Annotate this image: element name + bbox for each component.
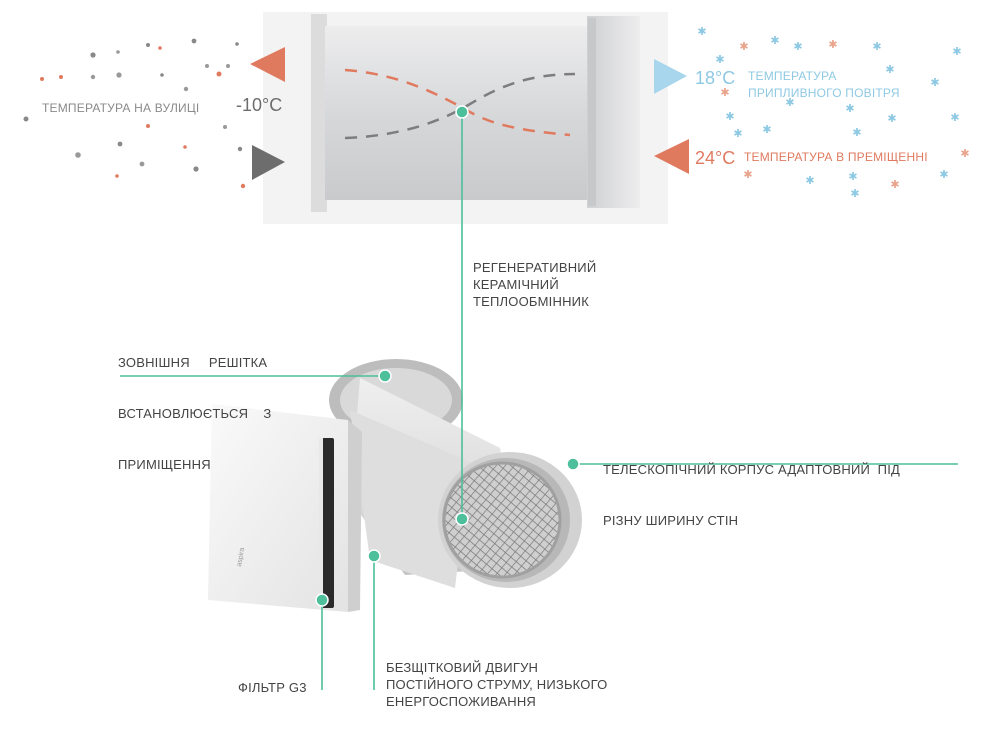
svg-text:✱: ✱ bbox=[743, 168, 752, 181]
svg-text:✱: ✱ bbox=[852, 126, 861, 139]
front-panel bbox=[208, 404, 348, 612]
telescopic-line-2: РІЗНУ ШИРИНУ СТІН bbox=[603, 513, 739, 528]
svg-text:✱: ✱ bbox=[952, 45, 961, 58]
outside-warm-arrow-icon bbox=[250, 47, 285, 82]
exchanger-line-3: ТЕПЛООБМІННИК bbox=[473, 294, 589, 309]
grille-line-1: ЗОВНІШНЯ РЕШІТКА bbox=[118, 355, 268, 370]
grille-line-2: ВСТАНОВЛЮЄТЬСЯ З bbox=[118, 406, 272, 421]
room-temp-value: 24°C bbox=[695, 148, 736, 168]
supply-arrow-icon bbox=[654, 59, 687, 94]
motor-line-1: БЕЗЩІТКОВИЙ ДВИГУН bbox=[386, 660, 539, 675]
svg-text:✱: ✱ bbox=[739, 40, 748, 53]
top-unit-flange bbox=[311, 14, 327, 212]
svg-text:✱: ✱ bbox=[872, 40, 881, 53]
room-temp-label: ТЕМПЕРАТУРА В ПРЕМІЩЕННІ bbox=[744, 150, 928, 164]
svg-text:✱: ✱ bbox=[848, 170, 857, 183]
room-arrow-icon bbox=[654, 139, 689, 174]
supply-temp-value: 18°C bbox=[695, 68, 736, 88]
svg-text:✱: ✱ bbox=[785, 96, 794, 109]
svg-text:✱: ✱ bbox=[762, 123, 771, 136]
outside-dots bbox=[23, 38, 246, 189]
outside-temp-label: ТЕМПЕРАТУРА НА ВУЛИЦІ bbox=[42, 101, 200, 115]
leader-dots bbox=[315, 105, 580, 607]
motor-line-3: ЕНЕРГОСПОЖИВАННЯ bbox=[386, 694, 537, 709]
outside-cold-arrow-icon bbox=[252, 145, 285, 180]
svg-text:✱: ✱ bbox=[733, 127, 742, 140]
panel-side-slot bbox=[322, 438, 334, 608]
svg-text:✱: ✱ bbox=[828, 38, 837, 51]
telescopic-line-1: ТЕЛЕСКОПІЧНИЙ КОРПУС АДАПТОВНИЙ ПІД bbox=[603, 462, 901, 477]
svg-text:✱: ✱ bbox=[770, 34, 779, 47]
telescopic-callout: ТЕЛЕСКОПІЧНИЙ КОРПУС АДАПТОВНИЙ ПІД РІЗН… bbox=[603, 427, 900, 546]
svg-text:✱: ✱ bbox=[890, 178, 899, 191]
svg-text:✱: ✱ bbox=[805, 174, 814, 187]
exchanger-line-1: РЕГЕНЕРАТИВНИЙ bbox=[473, 260, 597, 275]
outside-temp-value: -10°C bbox=[236, 95, 283, 115]
svg-text:✱: ✱ bbox=[939, 168, 948, 181]
svg-text:✱: ✱ bbox=[930, 76, 939, 89]
grille-callout: ЗОВНІШНЯ РЕШІТКА ВСТАНОВЛЮЄТЬСЯ З ПРИМІЩ… bbox=[118, 320, 271, 490]
svg-text:✱: ✱ bbox=[715, 53, 724, 66]
svg-text:✱: ✱ bbox=[720, 86, 729, 99]
svg-text:✱: ✱ bbox=[885, 63, 894, 76]
motor-line-2: ПОСТІЙНОГО СТРУМУ, НИЗЬКОГО bbox=[386, 677, 608, 692]
exchanger-line-2: КЕРАМІЧНИЙ bbox=[473, 277, 559, 292]
leader-lines bbox=[120, 112, 958, 690]
grille-line-3: ПРИМІЩЕННЯ bbox=[118, 457, 211, 472]
svg-text:✱: ✱ bbox=[793, 40, 802, 53]
motor-callout: БЕЗЩІТКОВИЙ ДВИГУН ПОСТІЙНОГО СТРУМУ, НИ… bbox=[386, 659, 607, 710]
snowflake-icons: ✱ ✱ ✱ ✱ ✱ ✱ ✱ ✱ ✱ ✱ ✱ ✱ ✱ ✱ ✱ ✱ ✱ ✱ ✱ ✱ ✱ ✱ ✱ ✱ ✱ ✱ bbox=[697, 25, 969, 200]
filter-callout: ФІЛЬТР G3 bbox=[238, 680, 307, 695]
svg-text:✱: ✱ bbox=[725, 110, 734, 123]
svg-text:✱: ✱ bbox=[850, 187, 859, 200]
heat-exchanger-mesh bbox=[444, 463, 560, 577]
supply-temp-label-1: ТЕМПЕРАТУРА bbox=[748, 69, 837, 83]
svg-text:✱: ✱ bbox=[845, 102, 854, 115]
supply-temp-label-2: ПРИПЛИВНОГО ПОВІТРЯ bbox=[748, 86, 900, 100]
svg-text:✱: ✱ bbox=[887, 112, 896, 125]
exchanger-callout: РЕГЕНЕРАТИВНИЙ КЕРАМІЧНИЙ ТЕПЛООБМІННИК bbox=[473, 259, 596, 310]
warm-flow-line bbox=[344, 68, 571, 137]
svg-text:✱: ✱ bbox=[950, 111, 959, 124]
svg-text:✱: ✱ bbox=[697, 25, 706, 38]
cold-flow-line bbox=[344, 72, 576, 140]
svg-text:✱: ✱ bbox=[960, 147, 969, 160]
